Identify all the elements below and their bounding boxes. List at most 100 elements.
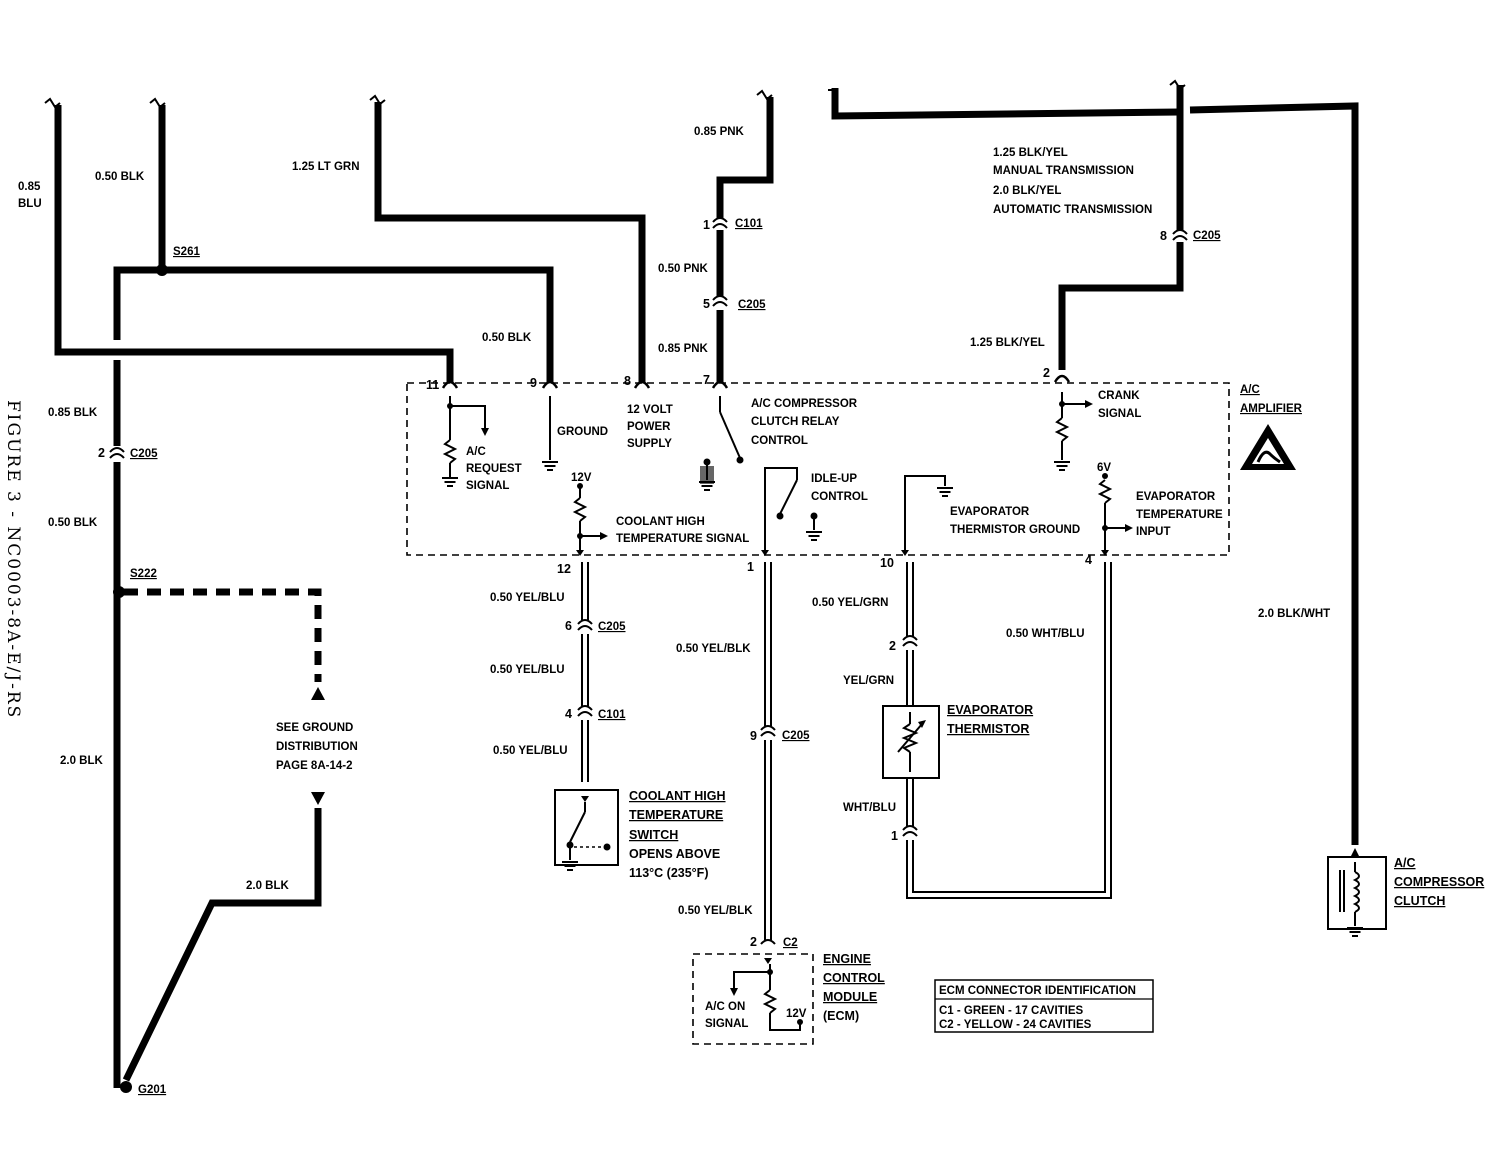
amplifier-bottom-terminals xyxy=(576,550,1109,556)
pin-label: 4 xyxy=(1085,553,1092,567)
wire-label: 1.25 LT GRN xyxy=(292,161,360,173)
wire-2-0-blk-wht xyxy=(1189,102,1359,845)
wire-label: 0.50 BLK xyxy=(48,517,98,529)
wire-label: 2.0 BLK xyxy=(60,755,104,767)
wire-0-50-blk-s261 xyxy=(113,105,554,382)
evaporator-thermistor xyxy=(882,705,940,779)
pin-label: 5 xyxy=(703,297,710,311)
component-label: COMPRESSOR xyxy=(1394,875,1484,889)
splice-label: S222 xyxy=(130,568,157,580)
amp-label: EVAPORATOR xyxy=(950,506,1030,518)
connector-label: C101 xyxy=(735,218,763,230)
ac-amplifier-box xyxy=(406,382,1230,556)
splice-label: G201 xyxy=(138,1084,167,1096)
amplifier-title: A/C xyxy=(1240,384,1260,396)
component-label: PAGE 8A-14-2 xyxy=(276,760,352,772)
wire-label: 0.85 BLK xyxy=(48,407,98,419)
component-label: CONTROL xyxy=(823,971,885,985)
amp-label: GROUND xyxy=(557,426,608,438)
wire-label: 0.50 WHT/BLU xyxy=(1006,628,1085,640)
amp-label: 12V xyxy=(571,472,592,484)
pin-label: 2 xyxy=(750,935,757,949)
amp-label: SIGNAL xyxy=(466,480,509,492)
connector-c205-left xyxy=(109,447,125,459)
esd-warning-icon xyxy=(1240,424,1296,470)
pin-label: 9 xyxy=(530,376,537,390)
idle-up-circuit xyxy=(764,467,823,550)
component-label: ENGINE xyxy=(823,952,871,966)
pin-label: 12 xyxy=(557,562,571,576)
arrow-up-icon xyxy=(311,687,325,700)
component-label: SEE GROUND xyxy=(276,722,353,734)
pin-label: 1 xyxy=(703,218,710,232)
component-label: OPENS ABOVE xyxy=(629,847,720,861)
wire-label: 0.50 BLK xyxy=(95,171,145,183)
arrow-down-icon xyxy=(311,792,325,805)
amp-label: CLUTCH RELAY xyxy=(751,416,840,428)
wire-1-25-lt-grn xyxy=(374,102,646,382)
wire-label: 0.50 YEL/BLU xyxy=(490,664,565,676)
wire-yel-blu xyxy=(577,562,593,782)
wire-pnk xyxy=(712,97,774,382)
pin-label: 8 xyxy=(624,374,631,388)
ground-g201-dot xyxy=(120,1081,132,1093)
amp-label: A/C xyxy=(466,446,486,458)
component-label: TEMPERATURE xyxy=(629,808,723,822)
wire-label: 0.50 YEL/BLK xyxy=(678,905,753,917)
component-label: THERMISTOR xyxy=(947,722,1029,736)
component-label: A/C xyxy=(1394,856,1416,870)
component-label: CLUTCH xyxy=(1394,894,1445,908)
wire-label: 2.0 BLK/YEL xyxy=(993,185,1061,197)
amp-label: REQUEST xyxy=(466,463,522,475)
ecm-connector-id-c1: C1 - GREEN - 17 CAVITIES xyxy=(939,1005,1084,1017)
connector-label: C205 xyxy=(782,730,810,742)
ecm-connector-id-box xyxy=(934,979,1154,1033)
amp-label: CONTROL xyxy=(751,435,808,447)
amp-label: THERMISTOR GROUND xyxy=(950,524,1080,536)
evap-ground-circuit xyxy=(904,475,954,550)
wire-2-0-blk-lower xyxy=(122,808,322,1082)
component-label: EVAPORATOR xyxy=(947,703,1033,717)
connector-label: C205 xyxy=(738,299,766,311)
pin-label: 6 xyxy=(565,619,572,633)
amp-label: COOLANT HIGH xyxy=(616,516,705,528)
connector-label: C2 xyxy=(783,937,798,949)
wire-label: 0.50 PNK xyxy=(658,263,709,275)
wire-yel-grn xyxy=(902,562,1112,899)
component-label: 113°C (235°F) xyxy=(629,866,708,880)
pin-label: 8 xyxy=(1160,229,1167,243)
pin-label: 4 xyxy=(565,707,572,721)
amp-label: EVAPORATOR xyxy=(1136,491,1216,503)
amp-label: INPUT xyxy=(1136,526,1171,538)
pin-label: 2 xyxy=(1043,366,1050,380)
amp-label: 6V xyxy=(1097,462,1111,474)
pin-label: 7 xyxy=(703,373,710,387)
ground-dist-dashed xyxy=(124,588,325,805)
wire-label: 0.50 BLK xyxy=(482,332,532,344)
pin-label: 2 xyxy=(889,639,896,653)
ac-compressor-clutch xyxy=(1327,848,1387,937)
crank-signal-circuit xyxy=(1053,392,1093,471)
wire-label: 2.0 BLK/WHT xyxy=(1258,608,1330,620)
amp-label: POWER xyxy=(627,421,671,433)
ground-circuit xyxy=(541,396,559,471)
connector-label: C205 xyxy=(130,448,158,460)
component-label: A/C ON xyxy=(705,1001,745,1013)
wire-label: WHT/BLU xyxy=(843,802,896,814)
wire-blk-yel xyxy=(831,85,1188,370)
connector-label: C205 xyxy=(598,621,626,633)
wire-yel-blk xyxy=(760,562,776,945)
connector-label: C101 xyxy=(598,709,626,721)
wire-0-85-blu xyxy=(54,105,454,382)
amp-label: 12 VOLT xyxy=(627,404,673,416)
amp-label: A/C COMPRESSOR xyxy=(751,398,858,410)
wire-label: 2.0 BLK xyxy=(246,880,290,892)
connector-label: C205 xyxy=(1193,230,1221,242)
splice-s261-dot xyxy=(156,264,168,276)
component-label: 12V xyxy=(786,1008,807,1020)
wire-break-marks xyxy=(44,79,1186,109)
pin-label: 10 xyxy=(880,556,894,570)
splice-label: S261 xyxy=(173,246,200,258)
amp-label: CONTROL xyxy=(811,491,868,503)
